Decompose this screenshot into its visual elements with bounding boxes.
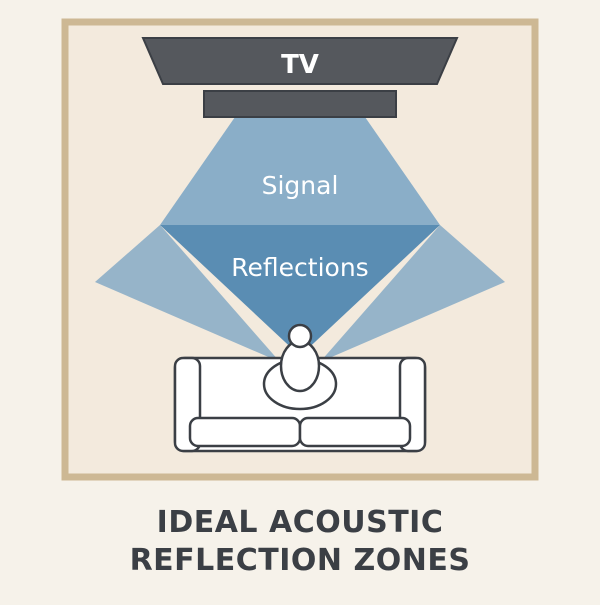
sofa-right-cushion [298,416,412,448]
diagram-caption: IDEAL ACOUSTIC REFLECTION ZONES [0,504,600,580]
left-reflection-zone [95,225,280,362]
soundbar [203,90,397,118]
caption-line-2: REFLECTION ZONES [129,543,471,578]
listener-body [279,339,321,393]
listener [262,323,338,411]
sofa-left-cushion [188,416,302,448]
listener-head [287,323,313,349]
signal-label: Signal [262,171,339,200]
caption-line-1: IDEAL ACOUSTIC [156,505,444,540]
reflections-label: Reflections [231,253,368,282]
signal-zone [160,117,440,225]
right-reflection-zone [320,225,505,362]
tv-screen [141,37,459,85]
tv-label: TV [281,50,319,80]
reflections-zone [160,225,440,356]
